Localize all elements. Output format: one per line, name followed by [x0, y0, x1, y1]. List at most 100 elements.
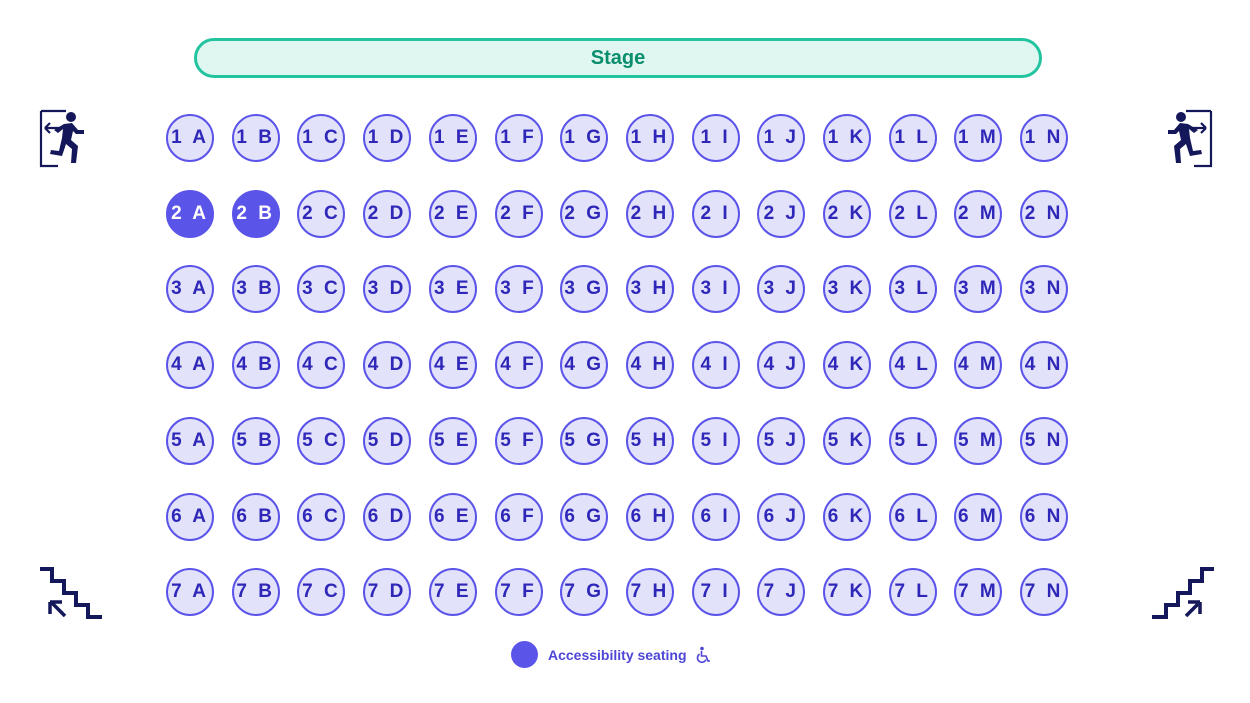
seat-3i[interactable]: 3 I [691, 265, 740, 314]
seat-3d[interactable]: 3 D [363, 265, 412, 314]
seat-4b[interactable]: 4 B [231, 341, 280, 390]
seat-1c[interactable]: 1 C [297, 114, 346, 162]
seat-2l[interactable]: 2 L [888, 189, 937, 238]
seat-6i[interactable]: 6 I [691, 492, 740, 541]
seat-2k[interactable]: 2 K [823, 189, 871, 238]
seat-7k[interactable]: 7 K [823, 568, 871, 617]
seat-1f[interactable]: 1 F [494, 114, 543, 162]
seat-2i[interactable]: 2 I [691, 189, 740, 238]
seat-5c[interactable]: 5 C [297, 416, 346, 465]
seat-3g[interactable]: 3 G [560, 265, 609, 314]
seat-3l[interactable]: 3 L [888, 265, 937, 314]
seat-6n[interactable]: 6 N [1020, 492, 1069, 541]
seat-2b[interactable]: 2 B [231, 189, 280, 238]
seat-2n[interactable]: 2 N [1020, 189, 1069, 238]
seat-4e[interactable]: 4 E [428, 341, 477, 390]
seat-1i[interactable]: 1 I [691, 114, 740, 162]
seat-4m[interactable]: 4 M [954, 341, 1003, 390]
seat-7a[interactable]: 7 A [166, 568, 214, 617]
seat-2e[interactable]: 2 E [428, 189, 477, 238]
seat-4g[interactable]: 4 G [560, 341, 609, 390]
seat-3j[interactable]: 3 J [757, 265, 806, 314]
seat-1d[interactable]: 1 D [363, 114, 412, 162]
seat-4h[interactable]: 4 H [625, 341, 674, 390]
seat-5e[interactable]: 5 E [428, 416, 477, 465]
seat-5f[interactable]: 5 F [494, 416, 543, 465]
seat-3h[interactable]: 3 H [625, 265, 674, 314]
seat-6l[interactable]: 6 L [888, 492, 937, 541]
seat-6b[interactable]: 6 B [231, 492, 280, 541]
seat-2f[interactable]: 2 F [494, 189, 543, 238]
seat-1m[interactable]: 1 M [954, 114, 1003, 162]
seat-5l[interactable]: 5 L [888, 416, 937, 465]
seat-3c[interactable]: 3 C [297, 265, 346, 314]
seat-2g[interactable]: 2 G [560, 189, 609, 238]
seat-6f[interactable]: 6 F [494, 492, 543, 541]
seat-7m[interactable]: 7 M [954, 568, 1003, 617]
seat-1e[interactable]: 1 E [428, 114, 477, 162]
seat-7g[interactable]: 7 G [560, 568, 609, 617]
seat-6e[interactable]: 6 E [428, 492, 477, 541]
seat-6a[interactable]: 6 A [166, 492, 214, 541]
seat-7b[interactable]: 7 B [231, 568, 280, 617]
seat-1b[interactable]: 1 B [231, 114, 280, 162]
seat-3m[interactable]: 3 M [954, 265, 1003, 314]
seat-1k[interactable]: 1 K [823, 114, 871, 162]
wheelchair-icon [696, 646, 710, 663]
seat-3e[interactable]: 3 E [428, 265, 477, 314]
seat-3f[interactable]: 3 F [494, 265, 543, 314]
seat-4i[interactable]: 4 I [691, 341, 740, 390]
seat-1l[interactable]: 1 L [888, 114, 937, 162]
seat-5n[interactable]: 5 N [1020, 416, 1069, 465]
seat-3b[interactable]: 3 B [231, 265, 280, 314]
seat-5i[interactable]: 5 I [691, 416, 740, 465]
seat-5h[interactable]: 5 H [625, 416, 674, 465]
seat-6m[interactable]: 6 M [954, 492, 1003, 541]
seat-3n[interactable]: 3 N [1020, 265, 1069, 314]
seat-7d[interactable]: 7 D [363, 568, 412, 617]
seat-6d[interactable]: 6 D [363, 492, 412, 541]
seat-4a[interactable]: 4 A [166, 341, 214, 390]
seat-5b[interactable]: 5 B [231, 416, 280, 465]
seat-7c[interactable]: 7 C [297, 568, 346, 617]
seat-5k[interactable]: 5 K [823, 416, 871, 465]
seat-1g[interactable]: 1 G [560, 114, 609, 162]
seat-2j[interactable]: 2 J [757, 189, 806, 238]
seat-5m[interactable]: 5 M [954, 416, 1003, 465]
seat-6k[interactable]: 6 K [823, 492, 871, 541]
seat-4c[interactable]: 4 C [297, 341, 346, 390]
accessibility-legend-swatch [511, 641, 538, 668]
seat-6h[interactable]: 6 H [625, 492, 674, 541]
seat-3a[interactable]: 3 A [166, 265, 214, 314]
seat-7j[interactable]: 7 J [757, 568, 806, 617]
seat-4d[interactable]: 4 D [363, 341, 412, 390]
seat-5a[interactable]: 5 A [166, 416, 214, 465]
seat-1n[interactable]: 1 N [1020, 114, 1069, 162]
seat-1h[interactable]: 1 H [625, 114, 674, 162]
seat-2h[interactable]: 2 H [625, 189, 674, 238]
seat-1j[interactable]: 1 J [757, 114, 806, 162]
seat-2m[interactable]: 2 M [954, 189, 1003, 238]
seat-4f[interactable]: 4 F [494, 341, 543, 390]
seat-7l[interactable]: 7 L [888, 568, 937, 617]
seat-2c[interactable]: 2 C [297, 189, 346, 238]
seat-2a[interactable]: 2 A [166, 189, 214, 238]
seat-7h[interactable]: 7 H [625, 568, 674, 617]
seat-5j[interactable]: 5 J [757, 416, 806, 465]
seat-6j[interactable]: 6 J [757, 492, 806, 541]
seat-4l[interactable]: 4 L [888, 341, 937, 390]
seat-7i[interactable]: 7 I [691, 568, 740, 617]
seat-7n[interactable]: 7 N [1020, 568, 1069, 617]
seat-4n[interactable]: 4 N [1020, 341, 1069, 390]
seat-1a[interactable]: 1 A [166, 114, 214, 162]
seat-4j[interactable]: 4 J [757, 341, 806, 390]
seat-7f[interactable]: 7 F [494, 568, 543, 617]
seat-6g[interactable]: 6 G [560, 492, 609, 541]
seat-5d[interactable]: 5 D [363, 416, 412, 465]
seat-2d[interactable]: 2 D [363, 189, 412, 238]
seat-6c[interactable]: 6 C [297, 492, 346, 541]
seat-3k[interactable]: 3 K [823, 265, 871, 314]
seat-5g[interactable]: 5 G [560, 416, 609, 465]
seat-7e[interactable]: 7 E [428, 568, 477, 617]
seat-4k[interactable]: 4 K [823, 341, 871, 390]
